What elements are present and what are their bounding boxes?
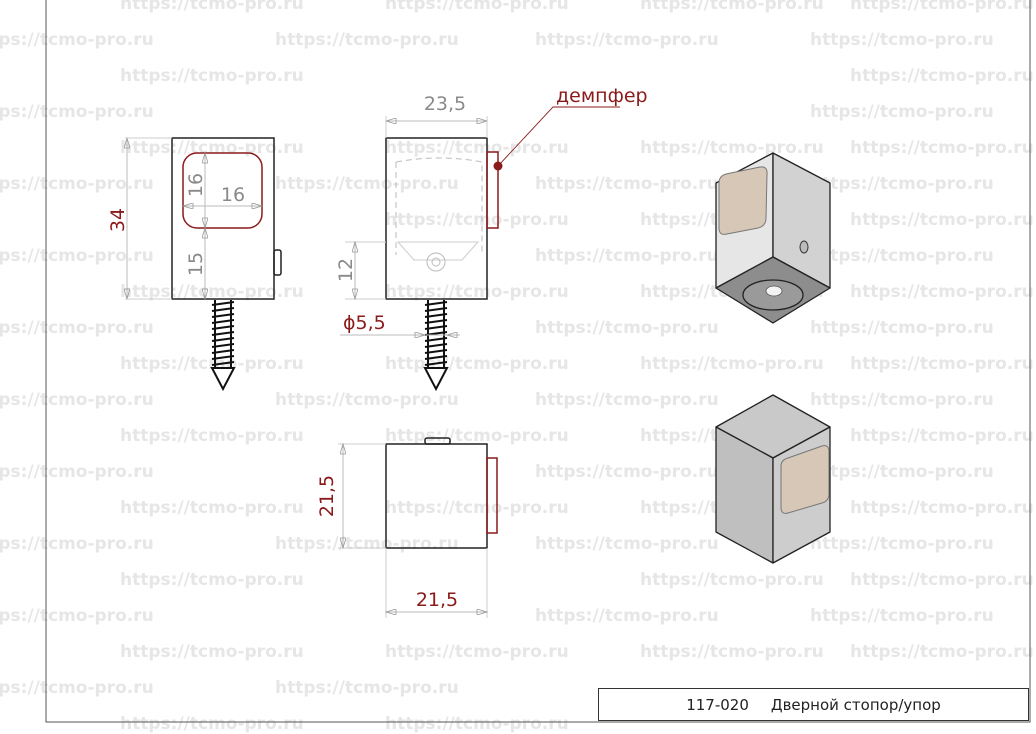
set-screw-nub [273,249,282,276]
screw [423,300,449,392]
dim-diameter-5-5: ϕ5,5 [343,312,386,334]
top-view: 21,5 21,5 [316,437,498,618]
dim-height-34: 34 [107,208,129,232]
isometric-view-top [715,394,831,564]
screw [210,300,236,392]
damper-label: демпфер [556,85,648,107]
title-block: 117-020 Дверной стопор/упор [598,688,1029,721]
isometric-view-bottom [715,152,831,324]
damper-pad [780,445,830,514]
dim-height-21-5: 21,5 [316,475,338,517]
screw-thread [210,300,236,392]
part-name: Дверной стопор/упор [770,695,941,714]
part-code: 117-020 [686,695,749,714]
damper [486,151,499,229]
sheet-frame [45,0,1031,723]
dim-width-21-5: 21,5 [416,589,458,611]
side-view: демпфер 23,5 12 ϕ5,5 [335,85,648,392]
damper-pad [718,166,768,235]
front-view: 34 16 16 15 [107,138,282,392]
dim-pad-width-16: 16 [221,184,245,206]
dim-lower-15: 15 [185,252,207,276]
screw-thread [423,300,449,392]
dim-screw-height-12: 12 [335,258,357,282]
dim-width-23-5: 23,5 [424,93,466,115]
dim-pad-height-16: 16 [185,173,207,197]
damper-pad-outline [182,152,263,229]
